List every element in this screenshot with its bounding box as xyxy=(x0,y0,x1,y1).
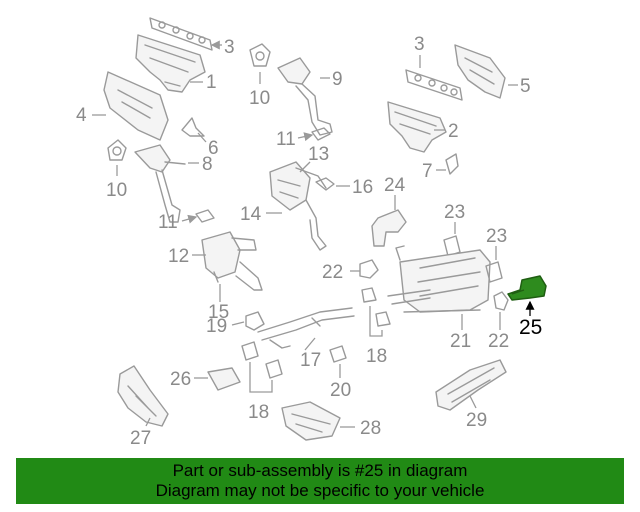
catalytic-converter-13[interactable] xyxy=(269,161,327,251)
callout-9: 9 xyxy=(332,69,343,90)
hanger-23-right[interactable] xyxy=(485,261,503,283)
gasket-10-right[interactable] xyxy=(249,43,271,67)
exhaust-manifold-right[interactable] xyxy=(387,101,447,153)
heat-shield-27[interactable] xyxy=(117,365,169,427)
exhaust-manifold-gasket-right[interactable] xyxy=(405,69,463,101)
callout-27: 27 xyxy=(130,428,151,449)
sensor-16[interactable] xyxy=(315,177,335,191)
callout-12: 12 xyxy=(168,246,189,267)
callout-3-left: 3 xyxy=(224,37,235,58)
callout-11-right: 11 xyxy=(276,129,296,150)
callout-18-right: 18 xyxy=(366,346,387,367)
callout-1: 1 xyxy=(206,72,217,93)
callout-23-left: 23 xyxy=(444,202,465,223)
callout-28: 28 xyxy=(360,418,381,439)
callout-24: 24 xyxy=(384,175,406,196)
callout-29: 29 xyxy=(466,410,487,431)
callout-11-left: 11 xyxy=(158,212,178,233)
hanger-23-left[interactable] xyxy=(443,235,461,257)
parts-diagram: 3 1 4 6 8 10 9 10 3 5 2 7 11 13 16 11 14… xyxy=(76,17,547,449)
resonator-24[interactable] xyxy=(371,209,407,247)
callout-22-right: 22 xyxy=(488,331,509,352)
callout-19: 19 xyxy=(206,316,227,337)
callout-25-highlighted: 25 xyxy=(519,316,542,339)
callout-20: 20 xyxy=(330,380,351,401)
heat-shield-26[interactable] xyxy=(207,367,241,391)
rubber-mounts-18-right[interactable] xyxy=(361,287,391,327)
catalytic-converter-left[interactable] xyxy=(134,144,186,223)
catalytic-converter-12[interactable] xyxy=(201,231,263,291)
callout-21: 21 xyxy=(450,331,471,352)
bracket-11-left[interactable] xyxy=(195,209,215,223)
rubber-mount-22-right[interactable] xyxy=(493,291,509,311)
callout-22-left: 22 xyxy=(322,262,343,283)
callout-6: 6 xyxy=(208,138,219,159)
intermediate-pipe-17[interactable] xyxy=(257,307,355,349)
gasket-10-left[interactable] xyxy=(107,139,127,161)
callout-26: 26 xyxy=(170,369,191,390)
rubber-mounts-18-left[interactable] xyxy=(241,341,283,379)
heat-shield-29[interactable] xyxy=(435,359,507,411)
clamp-20[interactable] xyxy=(329,345,347,363)
banner-line-1: Part or sub-assembly is #25 in diagram xyxy=(172,461,468,480)
exhaust-manifold-left[interactable] xyxy=(135,34,206,93)
callout-4: 4 xyxy=(76,105,87,126)
callout-8: 8 xyxy=(202,154,213,175)
callout-14: 14 xyxy=(240,204,262,225)
heat-shield-28[interactable] xyxy=(281,401,341,441)
callout-7: 7 xyxy=(422,161,433,182)
info-banner: Part or sub-assembly is #25 in diagram D… xyxy=(16,458,624,504)
muffler-21[interactable] xyxy=(387,245,491,313)
front-pipe-9[interactable] xyxy=(277,57,333,136)
callout-10-right: 10 xyxy=(249,88,270,109)
clamp-19[interactable] xyxy=(245,311,265,331)
exhaust-manifold-gasket-left[interactable] xyxy=(149,17,213,51)
heat-shield-right[interactable] xyxy=(454,44,506,99)
bracket-11-right[interactable] xyxy=(311,127,331,141)
callout-5: 5 xyxy=(520,76,531,97)
callout-15: 15 xyxy=(208,302,229,323)
banner-line-2: Diagram may not be specific to your vehi… xyxy=(155,481,485,500)
callout-17: 17 xyxy=(300,350,321,371)
callout-16: 16 xyxy=(352,177,373,198)
rubber-mount-22-left[interactable] xyxy=(359,259,379,279)
bracket-6[interactable] xyxy=(181,117,205,137)
bracket-7[interactable] xyxy=(445,153,459,175)
exhaust-tip-25-highlighted[interactable] xyxy=(507,275,547,301)
heat-shield-left[interactable] xyxy=(103,71,169,141)
callout-18-left: 18 xyxy=(248,402,269,423)
callout-23-right: 23 xyxy=(486,226,507,247)
callout-13: 13 xyxy=(308,144,329,165)
callout-2: 2 xyxy=(448,121,459,142)
callout-3-right: 3 xyxy=(414,34,425,55)
callout-10-left: 10 xyxy=(106,180,127,201)
